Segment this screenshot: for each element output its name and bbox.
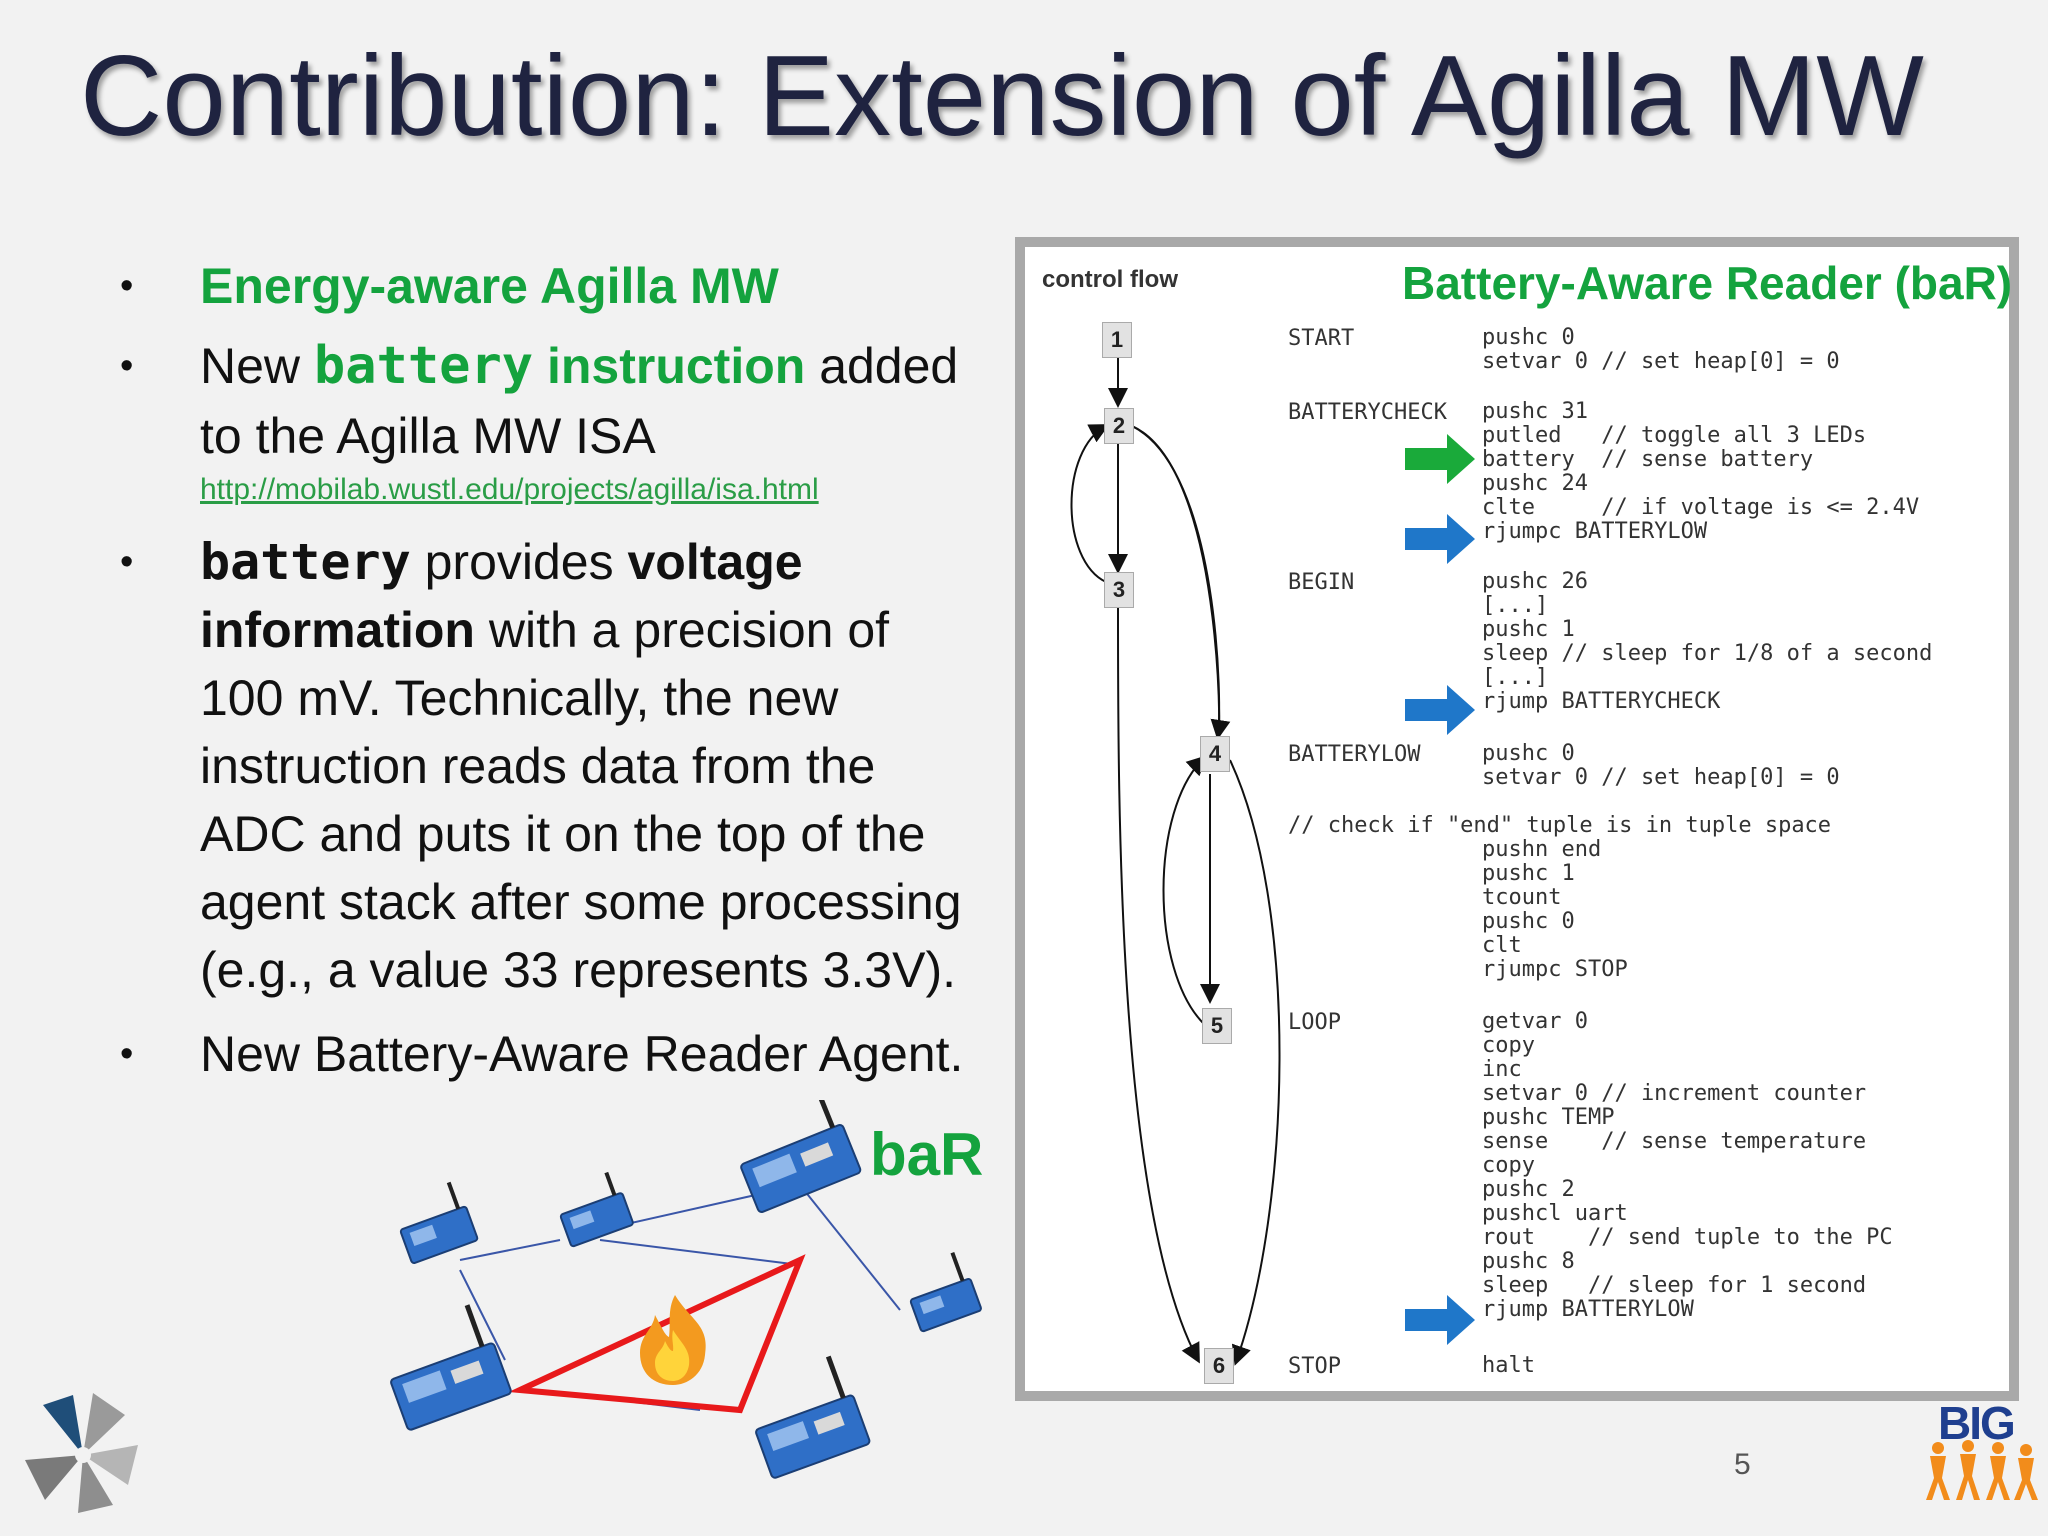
code-line: pushc 8 xyxy=(1482,1249,1575,1274)
code-label-batterycheck: BATTERYCHECK xyxy=(1288,400,1447,425)
code-line: sense // sense temperature xyxy=(1482,1129,1867,1154)
bullet-1-text: Energy-aware Agilla MW xyxy=(200,258,779,314)
control-flow-label: control flow xyxy=(1042,266,1178,293)
code-line: inc xyxy=(1482,1057,1522,1082)
bullet-4-text: New Battery-Aware Reader Agent. xyxy=(200,1026,964,1082)
big-logo: BIG xyxy=(1920,1396,2040,1506)
flow-node-5: 5 xyxy=(1202,1008,1232,1044)
flow-node-4: 4 xyxy=(1200,736,1230,772)
information-bold: information xyxy=(200,602,475,658)
bullet-2-line2: to the Agilla MW ISA xyxy=(200,408,656,464)
code-line: pushc 0 xyxy=(1482,325,1575,350)
code-line: pushc 2 xyxy=(1482,1177,1575,1202)
sensor-mote-b xyxy=(559,1171,634,1248)
code-line: pushc 1 xyxy=(1482,617,1575,642)
code-line: clt xyxy=(1482,933,1522,958)
code-line: pushn end xyxy=(1482,837,1602,862)
sensor-network-illustration xyxy=(390,1100,982,1479)
blue-arrow-icon xyxy=(1405,514,1475,564)
code-line: pushcl uart xyxy=(1482,1201,1628,1226)
slide-title: Contribution: Extension of Agilla MW xyxy=(80,33,1924,160)
code-line: pushc 0 xyxy=(1482,741,1575,766)
bullet-3-b: with a precision of xyxy=(474,602,890,658)
code-line: battery // sense battery xyxy=(1482,447,1814,472)
code-line: setvar 0 // set heap[0] = 0 xyxy=(1482,349,1840,374)
code-line: rjumpc STOP xyxy=(1482,957,1628,982)
bullet-2-pre: New xyxy=(200,338,314,394)
bullet-3-line4: instruction reads data from the xyxy=(200,738,876,794)
code-line: sleep // sleep for 1 second xyxy=(1482,1273,1867,1298)
code-line: pushc 1 xyxy=(1482,861,1575,886)
battery-code-2: battery xyxy=(200,533,411,591)
instruction-label: instruction xyxy=(533,338,806,394)
bullet-3-line7: (e.g., a value 33 represents 3.3V). xyxy=(200,942,956,998)
bullet-3-line5: ADC and puts it on the top of the xyxy=(200,806,926,862)
university-logo-icon xyxy=(25,1393,138,1513)
code-line: halt xyxy=(1482,1353,1535,1378)
battery-code: battery xyxy=(313,336,534,396)
bar-network-label: baR xyxy=(870,1121,984,1188)
big-logo-text: BIG xyxy=(1938,1397,2016,1449)
code-line: pushc 31 xyxy=(1482,399,1588,424)
sensor-mote-bar xyxy=(740,1100,862,1214)
code-label-stop: STOP xyxy=(1288,1354,1341,1379)
bullet-3-a: provides xyxy=(410,534,628,590)
panel-title: Battery-Aware Reader (baR) xyxy=(1402,257,2013,309)
flow-node-2: 2 xyxy=(1104,408,1134,444)
bullet-3-line3: 100 mV. Technically, the new xyxy=(200,670,839,726)
code-line: getvar 0 xyxy=(1482,1009,1588,1034)
code-line: [...] xyxy=(1482,665,1549,690)
green-arrow-icon xyxy=(1405,434,1475,484)
code-line: copy xyxy=(1482,1033,1535,1058)
code-line: [...] xyxy=(1482,593,1549,618)
code-line: setvar 0 // increment counter xyxy=(1482,1081,1867,1106)
code-line: rjumpc BATTERYLOW xyxy=(1482,519,1708,544)
code-line: copy xyxy=(1482,1153,1535,1178)
code-label-start: START xyxy=(1288,326,1355,351)
bullet-dot: • xyxy=(120,265,134,307)
fire-icon xyxy=(640,1295,706,1385)
sensor-mote-d xyxy=(390,1304,512,1431)
flow-node-3: 3 xyxy=(1104,572,1134,608)
code-label-loop: LOOP xyxy=(1288,1010,1341,1035)
sensor-mote-a xyxy=(399,1181,479,1264)
page-number: 5 xyxy=(1734,1448,1751,1481)
code-line: pushc 0 xyxy=(1482,909,1575,934)
bullet-dot: • xyxy=(120,541,134,583)
flow-node-6: 6 xyxy=(1204,1348,1234,1384)
code-line: sleep // sleep for 1/8 of a second xyxy=(1482,641,1933,666)
code-line: clte // if voltage is <= 2.4V xyxy=(1482,495,1920,520)
bullet-3-line6: agent stack after some processing xyxy=(200,874,962,930)
code-line: putled // toggle all 3 LEDs xyxy=(1482,423,1867,448)
bullet-dot: • xyxy=(120,1033,134,1075)
people-logo-icon xyxy=(1926,1440,2038,1500)
code-line: pushc 24 xyxy=(1482,471,1588,496)
code-label-batterylow: BATTERYLOW xyxy=(1288,742,1421,767)
code-line: pushc TEMP xyxy=(1482,1105,1615,1130)
code-label-begin: BEGIN xyxy=(1288,570,1355,595)
isa-link[interactable]: http://mobilab.wustl.edu/projects/agilla… xyxy=(200,473,819,506)
blue-arrow-icon xyxy=(1405,685,1475,735)
code-line: rout // send tuple to the PC xyxy=(1482,1225,1893,1250)
code-line: rjump BATTERYLOW xyxy=(1482,1297,1694,1322)
flow-node-1: 1 xyxy=(1102,322,1132,358)
bullet-dot: • xyxy=(120,345,134,387)
code-line: pushc 26 xyxy=(1482,569,1588,594)
code-panel xyxy=(1015,237,2019,1401)
control-flow-graph xyxy=(1070,358,1281,1366)
sensor-mote-c xyxy=(909,1251,982,1333)
code-line: setvar 0 // set heap[0] = 0 xyxy=(1482,765,1840,790)
code-comment-line: // check if "end" tuple is in tuple spac… xyxy=(1288,813,1832,838)
sensor-mote-e xyxy=(755,1355,871,1479)
voltage-bold: voltage xyxy=(627,534,803,590)
code-line: tcount xyxy=(1482,885,1562,910)
blue-arrow-icon xyxy=(1405,1295,1475,1345)
bullet-2-post: added xyxy=(805,338,959,394)
code-line: rjump BATTERYCHECK xyxy=(1482,689,1721,714)
